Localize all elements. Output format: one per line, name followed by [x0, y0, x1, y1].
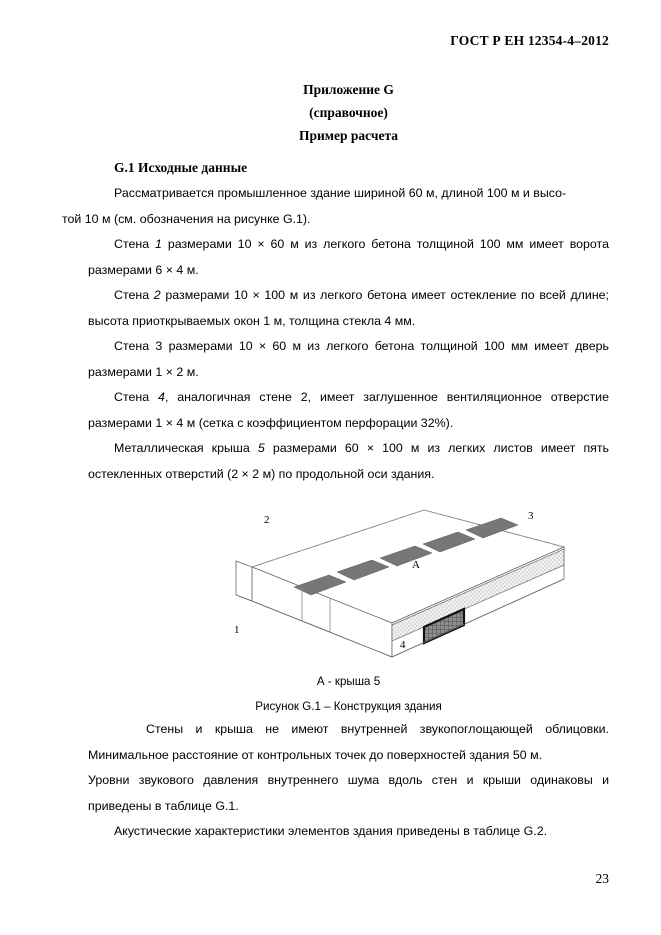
page-content: Приложение G (справочное) Пример расчета…	[62, 78, 609, 845]
wall4-text-post: , аналогичная стене 2, имеет заглушенное…	[88, 390, 609, 430]
glazing-band	[391, 548, 564, 642]
roof-text-pre: Металлическая крыша	[114, 441, 258, 455]
label-wall-1: 1	[234, 624, 240, 636]
appendix-title-block: Приложение G (справочное) Пример расчета	[88, 78, 609, 147]
wall4-number: 4	[158, 390, 165, 404]
par-line-1: Рассматривается промышленное здание шири…	[114, 186, 567, 200]
roof-skylight-3	[378, 545, 433, 567]
roof-skylight-2	[335, 559, 390, 581]
roof-number: 5	[257, 441, 265, 455]
paragraph-wall-1: Стена 1 размерами 10 × 60 м из легкого б…	[88, 232, 609, 283]
page-number: 23	[595, 871, 610, 886]
building-isometric-drawing: 2 3 1 4 А	[234, 509, 565, 658]
paragraph-no-lining: Стены и крыша не имеют внутренней звукоп…	[88, 722, 609, 762]
label-wall-2: 2	[264, 514, 270, 526]
wall-left-gable-face	[235, 560, 252, 602]
paragraph-roof: Металлическая крыша 5 размерами 60 × 100…	[88, 436, 609, 487]
ventilation-opening	[422, 607, 465, 645]
paragraph-wall-3: Стена 3 размерами 10 × 60 м из легкого б…	[88, 339, 609, 379]
label-wall-4: 4	[400, 639, 406, 651]
building-base-edge	[235, 578, 564, 658]
par-line-2: той 10 м (см. обозначения на рисунке G.1…	[62, 211, 311, 226]
roof-skylight-1	[292, 574, 347, 596]
paragraph-wall-4: Стена 4, аналогичная стене 2, имеет загл…	[88, 385, 609, 436]
figure-caption: Рисунок G.1 – Конструкция здания	[255, 700, 442, 713]
section-heading: G.1 Исходные данные	[114, 160, 248, 175]
figure-caption-block: А - крыша 5 Рисунок G.1 – Конструкция зд…	[88, 671, 609, 717]
roof-skylight-4	[421, 531, 476, 553]
standard-header: ГОСТ Р ЕН 12354-4–2012	[450, 33, 609, 48]
roof-text-post: размерами 60 × 100 м из легких листов им…	[88, 441, 609, 481]
roof-far-edges	[251, 509, 564, 568]
label-wall-3: 3	[528, 510, 534, 522]
roof-skylight-5	[464, 517, 519, 539]
paragraph-acoustic-characteristics: Акустические характеристики элементов зд…	[114, 824, 548, 838]
paragraph-wall-2: Стена 2 размерами 10 × 100 м из легкого …	[88, 283, 609, 334]
wall4-text-pre: Стена	[114, 390, 159, 404]
wall2-number: 2	[153, 288, 161, 302]
figure-building-construction: 2 3 1 4 А А - крыша 5 Рисунок G.1 – Конс…	[88, 505, 609, 717]
appendix-subject: Пример расчета	[299, 128, 398, 143]
label-roof-a: А	[412, 559, 420, 571]
wall2-text-post: размерами 10 × 100 м из легкого бетона и…	[88, 288, 609, 328]
appendix-kind: (справочное)	[309, 105, 388, 120]
paragraph-building-overview: Рассматривается промышленное здание шири…	[62, 181, 609, 232]
figure-legend: А - крыша 5	[316, 675, 381, 688]
appendix-label: Приложение G	[303, 82, 394, 97]
wall2-text-pre: Стена	[114, 288, 154, 302]
paragraph-sound-levels: Уровни звукового давления внутреннего шу…	[88, 773, 609, 813]
wall1-text-pre: Стена	[114, 237, 156, 251]
wall1-text-post: размерами 10 × 60 м из легкого бетона то…	[88, 237, 609, 277]
wall1-number: 1	[155, 237, 162, 251]
